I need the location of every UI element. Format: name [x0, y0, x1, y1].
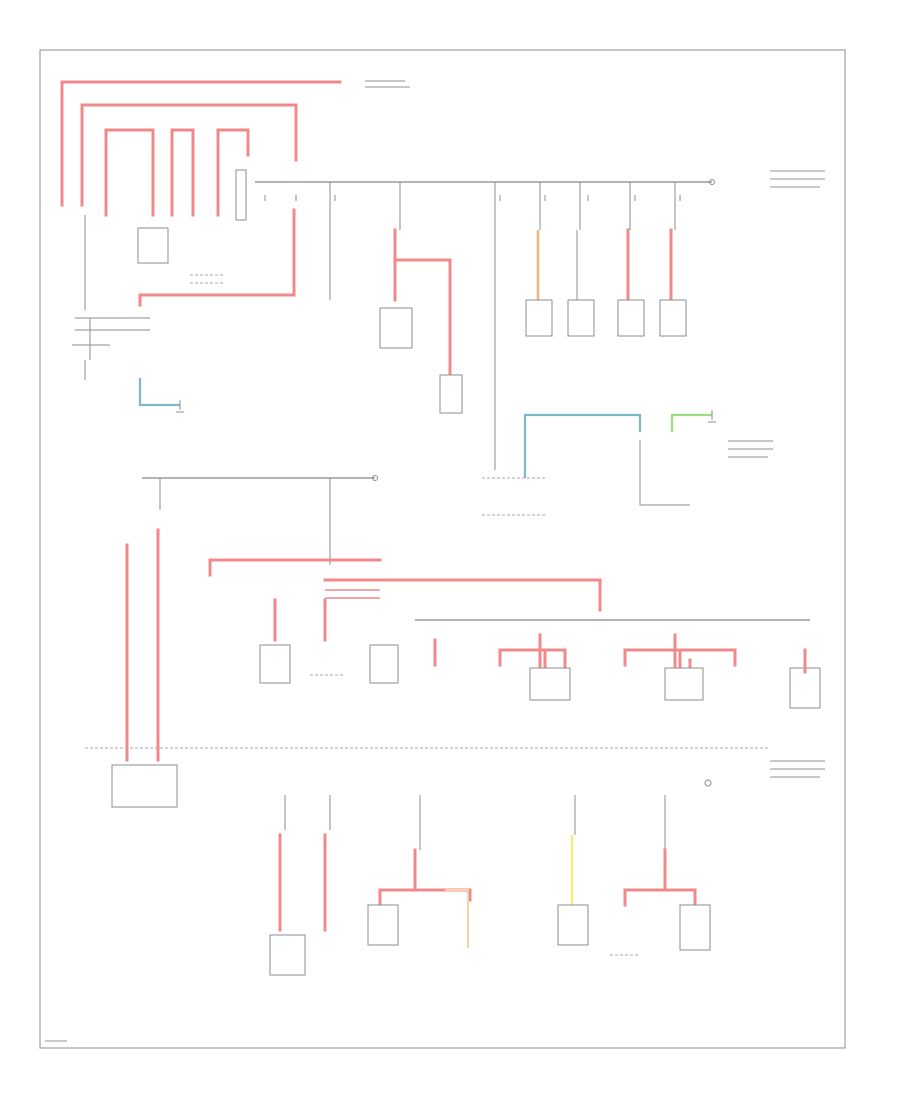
module-box [789, 667, 821, 709]
lamp-box [529, 667, 571, 701]
module-box [567, 299, 595, 337]
module-box [379, 307, 413, 349]
lamp-cluster-left [498, 633, 571, 701]
module-box [679, 904, 711, 951]
bottom-drops [278, 795, 697, 948]
module-box [617, 299, 645, 337]
connector-icon [709, 179, 715, 185]
fuse-icon [264, 195, 681, 201]
module-box [659, 299, 687, 337]
battery-area [72, 169, 247, 413]
module-box [525, 299, 553, 337]
tiny-labels [45, 80, 825, 1042]
module-box [269, 934, 306, 976]
diagram-frame [39, 49, 846, 1049]
module-box [367, 904, 399, 946]
middle-modules [259, 644, 821, 709]
ground-icon [708, 410, 716, 423]
connector-icon [704, 779, 712, 787]
connector-icon [372, 475, 378, 481]
module-box [369, 644, 399, 684]
top-bus-drops [329, 182, 687, 470]
starter-motor-box [137, 227, 169, 264]
module-feed-wires [125, 528, 602, 762]
module-box [111, 764, 178, 808]
module-box [557, 904, 589, 946]
lamp-cluster-right [623, 633, 737, 701]
fuse-row-top [264, 195, 681, 201]
generator-box [235, 169, 247, 221]
battery-feed-wires [60, 80, 342, 307]
relay-box [439, 374, 463, 414]
module-box [259, 644, 291, 684]
bottom-components [269, 904, 711, 976]
ground-icon [176, 400, 184, 413]
lamp-box [664, 667, 704, 701]
